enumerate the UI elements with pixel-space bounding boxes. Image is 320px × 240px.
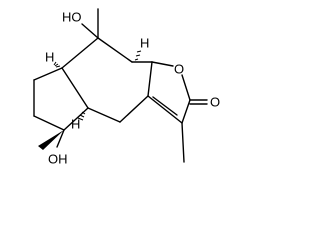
hydroxyl-bond (81, 23, 99, 39)
bond (61, 37, 99, 69)
wedge-bond (38, 130, 64, 150)
bond (119, 95, 149, 123)
carbonyl-oxygen-label: O (210, 95, 220, 110)
hash-bond (81, 111, 86, 115)
lactone-ring (147, 61, 208, 163)
bond (97, 37, 133, 63)
bond (63, 107, 89, 131)
hydrogen-label-lower: H (71, 117, 80, 132)
hash-bond (79, 114, 85, 118)
hash-bond (135, 54, 141, 57)
hashed-bonds (53, 50, 142, 121)
hash-bond (53, 61, 57, 66)
molecular-structure: HO H H O O H OH (33, 8, 220, 167)
hydrogen-label-left: H (45, 50, 54, 65)
substituents (38, 8, 99, 150)
ring-oxygen-label: O (174, 62, 184, 77)
cycloheptane-ring (61, 37, 153, 123)
bond (87, 107, 121, 123)
bond (181, 74, 191, 101)
hash-bond (77, 117, 84, 121)
bond (147, 61, 153, 97)
hydroxyl-label-bottom: OH (48, 152, 68, 167)
hydroxyl-label-top: HO (62, 10, 82, 25)
hydroxyl-bond (56, 129, 65, 148)
hash-bond (55, 65, 61, 68)
cyclopentane-ring (33, 67, 89, 131)
hydrogen-label-right: H (140, 36, 149, 51)
bond (147, 95, 183, 124)
hash-bond (136, 50, 142, 53)
bond (151, 61, 174, 67)
bond (33, 67, 63, 81)
hash-bond (54, 63, 59, 67)
double-bond-inner (152, 96, 178, 116)
bond (33, 115, 65, 131)
hash-bond (134, 58, 139, 61)
methyl-bond (181, 122, 185, 163)
bond (181, 99, 191, 124)
bond (61, 67, 89, 109)
